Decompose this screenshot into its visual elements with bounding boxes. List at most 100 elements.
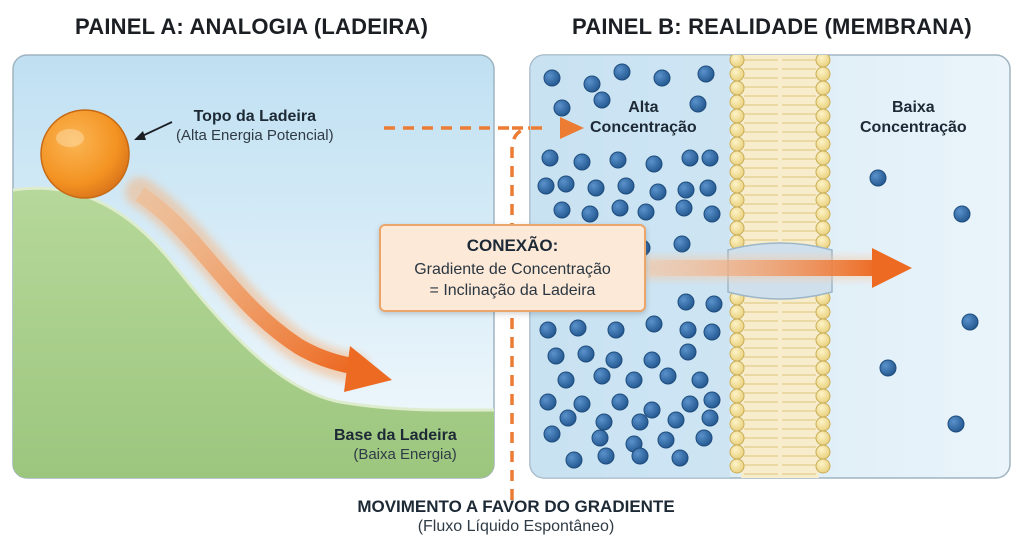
hill-top-title: Topo da Ladeira	[193, 108, 316, 125]
particle	[953, 205, 971, 223]
particle	[583, 75, 601, 93]
particle	[703, 205, 721, 223]
connection-line-2: = Inclinação da Ladeira	[429, 281, 596, 299]
particles	[537, 63, 979, 469]
particle	[879, 359, 897, 377]
particle	[649, 183, 667, 201]
particle	[541, 149, 559, 167]
panel-b-title: PAINEL B: REALIDADE (MEMBRANA)	[572, 14, 972, 39]
downhill-arrow	[135, 187, 354, 374]
hill-base-subtitle: (Baixa Energia)	[353, 446, 457, 463]
particle	[553, 99, 571, 117]
pointer-arrow	[139, 121, 173, 138]
particle	[631, 447, 649, 465]
particle	[705, 295, 723, 313]
particle	[537, 177, 555, 195]
particle	[681, 149, 699, 167]
particle	[701, 409, 719, 427]
downhill-arrowhead	[344, 346, 392, 392]
connection-line-1: Gradiente de Concentração	[414, 261, 611, 278]
particle	[675, 199, 693, 217]
particle	[631, 413, 649, 431]
panel-a-title: PAINEL A: ANALOGIA (LADEIRA)	[75, 14, 429, 39]
particle	[543, 69, 561, 87]
particle	[703, 323, 721, 341]
particle	[677, 293, 695, 311]
particle	[695, 429, 713, 447]
panel-a	[12, 54, 495, 479]
particle	[869, 169, 887, 187]
particle	[565, 451, 583, 469]
particle	[699, 179, 717, 197]
particle	[643, 401, 661, 419]
particle	[573, 153, 591, 171]
particle	[697, 65, 715, 83]
hill	[13, 188, 494, 478]
hill-base-title: Base da Ladeira	[334, 427, 457, 444]
particle	[637, 203, 655, 221]
particle	[645, 315, 663, 333]
particle	[611, 393, 629, 411]
particle	[679, 321, 697, 339]
transport-arrowhead	[872, 248, 912, 288]
gradient-movement-title: MOVIMENTO A FAVOR DO GRADIENTE	[357, 497, 675, 516]
transport-arrow	[650, 260, 878, 276]
particle	[643, 351, 661, 369]
particle	[611, 199, 629, 217]
particle	[671, 449, 689, 467]
particle	[679, 343, 697, 361]
particle	[557, 371, 575, 389]
particle	[625, 371, 643, 389]
low-concentration-line1: Baixa	[892, 99, 935, 116]
particle	[961, 313, 979, 331]
low-concentration-line2: Concentração	[860, 119, 967, 136]
particle	[605, 351, 623, 369]
particle	[593, 367, 611, 385]
particle	[553, 201, 571, 219]
low-concentration-label: Baixa Concentração	[860, 98, 967, 138]
particle	[617, 177, 635, 195]
particle	[557, 175, 575, 193]
particle	[559, 409, 577, 427]
particle	[703, 391, 721, 409]
particle	[613, 63, 631, 81]
particle	[947, 415, 965, 433]
particle	[667, 411, 685, 429]
high-concentration-line1: Alta	[628, 99, 659, 116]
particle	[609, 151, 627, 169]
particle	[569, 319, 587, 337]
gradient-movement-label: MOVIMENTO A FAVOR DO GRADIENTE (Fluxo Lí…	[330, 496, 702, 537]
particle	[653, 69, 671, 87]
particle	[577, 345, 595, 363]
particle	[581, 205, 599, 223]
particle	[593, 91, 611, 109]
connection-box: CONEXÃO: Gradiente de Concentração = Inc…	[379, 224, 646, 312]
high-concentration-line2: Concentração	[590, 119, 697, 136]
particle	[607, 321, 625, 339]
particle	[657, 431, 675, 449]
particle	[591, 429, 609, 447]
particle	[597, 447, 615, 465]
hill-base-label: Base da Ladeira (Baixa Energia)	[334, 426, 457, 465]
particle	[677, 181, 695, 199]
particle	[595, 413, 613, 431]
particle	[689, 95, 707, 113]
hill-top-label: Topo da Ladeira (Alta Energia Potencial)	[176, 107, 334, 146]
ball	[40, 109, 130, 199]
particle	[543, 425, 561, 443]
particle	[573, 395, 591, 413]
particle	[539, 321, 557, 339]
particle	[691, 371, 709, 389]
particle	[701, 149, 719, 167]
particle	[681, 395, 699, 413]
dashed-connector	[384, 117, 584, 500]
high-concentration-label: Alta Concentração	[590, 98, 697, 138]
particle	[547, 347, 565, 365]
particle	[673, 235, 691, 253]
gradient-movement-subtitle: (Fluxo Líquido Espontâneo)	[417, 518, 615, 536]
particle	[659, 367, 677, 385]
particle	[539, 393, 557, 411]
hill-top-subtitle: (Alta Energia Potencial)	[176, 127, 334, 144]
particle	[645, 155, 663, 173]
particle	[587, 179, 605, 197]
